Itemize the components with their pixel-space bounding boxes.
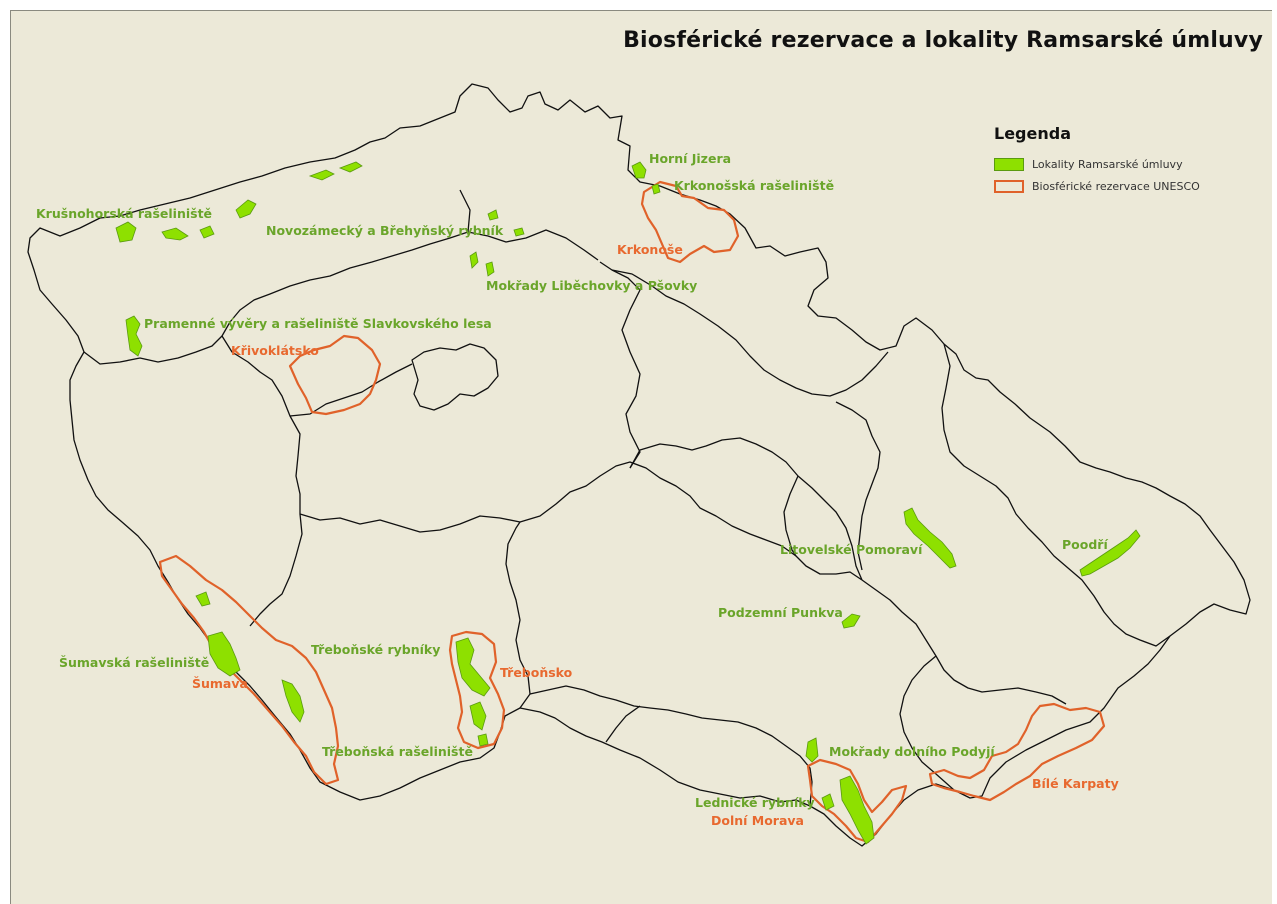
- label-bile-karpaty: Bílé Karpaty: [1032, 776, 1119, 791]
- wetland-krusnohorska-5: [308, 169, 335, 181]
- wetland-litovelske: [903, 507, 957, 569]
- map-title: Biosférické rezervace a lokality Ramsars…: [623, 28, 1263, 53]
- wetland-libechovky-2: [485, 261, 495, 277]
- region-border: [605, 705, 641, 743]
- legend-label-unesco: Biosférické rezervace UNESCO: [1032, 179, 1200, 193]
- legend-swatch-unesco: [994, 179, 1024, 193]
- wetland-trebonske: [455, 637, 491, 697]
- wetland-sumavska-3: [195, 591, 211, 607]
- legend-swatch-ramsar: [994, 157, 1024, 171]
- label-krivoklatsko: Křivoklátsko: [231, 343, 319, 358]
- wetland-krkonosska: [651, 183, 661, 195]
- legend-title: Legenda: [994, 124, 1071, 143]
- reserve-outline-krkonose: [640, 180, 740, 264]
- wetland-horni-jizera: [631, 161, 647, 179]
- label-slavkovsky: Pramenné vývěry a rašeliniště Slavkovské…: [144, 316, 492, 331]
- label-poodri: Poodří: [1062, 537, 1108, 552]
- label-sumava: Šumava: [192, 676, 248, 691]
- region-border: [505, 521, 531, 709]
- wetland-sumavska: [207, 631, 241, 677]
- region-border: [941, 343, 1171, 647]
- label-libechovky: Mokřady Liběchovky a Pšovky: [486, 278, 698, 293]
- country-border: [27, 83, 1251, 847]
- label-novozamecky: Novozámecký a Břehyňský rybník: [266, 223, 504, 238]
- legend-item-ramsar: Lokality Ramsarské úmluvy: [994, 153, 1254, 175]
- label-sumavska: Šumavská rašeliniště: [59, 655, 210, 670]
- label-trebonske-rybniky: Třeboňské rybníky: [311, 642, 441, 657]
- label-trebonsko: Třeboňsko: [500, 665, 573, 680]
- legend: Legenda Lokality Ramsarské úmluvy Biosfé…: [994, 124, 1254, 197]
- label-punkva: Podzemní Punkva: [718, 605, 843, 620]
- reserve-outline-bile-karpaty: [928, 702, 1106, 802]
- region-border: [899, 655, 955, 791]
- reserve-outline-trebonsko: [448, 630, 506, 750]
- wetland-slavkovsky: [125, 315, 143, 357]
- region-border: [459, 189, 471, 233]
- wetland-podyji: [805, 737, 819, 763]
- wetland-lednicke: [839, 775, 875, 845]
- label-litovelske: Litovelské Pomoraví: [780, 542, 923, 557]
- legend-label-ramsar: Lokality Ramsarské úmluvy: [1032, 157, 1183, 171]
- region-border: [83, 229, 599, 365]
- wetland-krusnohorska-3: [199, 225, 215, 239]
- wetland-krusnohorska: [115, 221, 137, 243]
- region-border: [529, 685, 813, 807]
- wetland-libechovky: [469, 251, 479, 269]
- region-border: [835, 401, 881, 571]
- wetland-poodri: [1079, 529, 1141, 577]
- wetland-novozamecky-2: [513, 227, 525, 237]
- wetland-trebonske-2: [469, 701, 487, 731]
- wetland-trebonska-r: [477, 733, 489, 747]
- region-border: [299, 461, 863, 581]
- wetland-lednicke-2: [821, 793, 835, 811]
- wetland-sumavska-2: [281, 679, 305, 723]
- legend-item-unesco: Biosférické rezervace UNESCO: [994, 175, 1254, 197]
- wetland-krusnohorska-2: [161, 227, 189, 241]
- region-border: [783, 475, 799, 557]
- wetland-novozamecky: [487, 209, 499, 221]
- label-krusnohorska: Krušnohorská rašeliniště: [36, 206, 213, 221]
- label-krkonose: Krkonoše: [617, 242, 683, 257]
- region-border: [599, 261, 641, 469]
- reserve-outline-sumava: [158, 554, 340, 786]
- reserve-outline-krivoklatsko: [288, 334, 382, 416]
- label-lednicke: Lednické rybníky: [695, 795, 815, 810]
- wetland-krusnohorska-6: [338, 161, 363, 173]
- label-krkonosska: Krkonošská rašeliniště: [674, 178, 835, 193]
- region-border: [611, 269, 889, 397]
- label-dolni-morava: Dolní Morava: [711, 813, 804, 828]
- label-trebonska-raseliniste: Třeboňská rašeliniště: [322, 744, 473, 759]
- region-border: [861, 579, 1067, 705]
- wetland-punkva: [841, 613, 861, 629]
- region-border: [221, 335, 303, 627]
- prague-border: [411, 343, 499, 411]
- wetland-krusnohorska-4: [235, 199, 257, 219]
- region-border: [629, 437, 863, 581]
- label-horni-jizera: Horní Jizera: [649, 151, 732, 166]
- label-podyji: Mokřady dolního Podyjí: [829, 744, 995, 759]
